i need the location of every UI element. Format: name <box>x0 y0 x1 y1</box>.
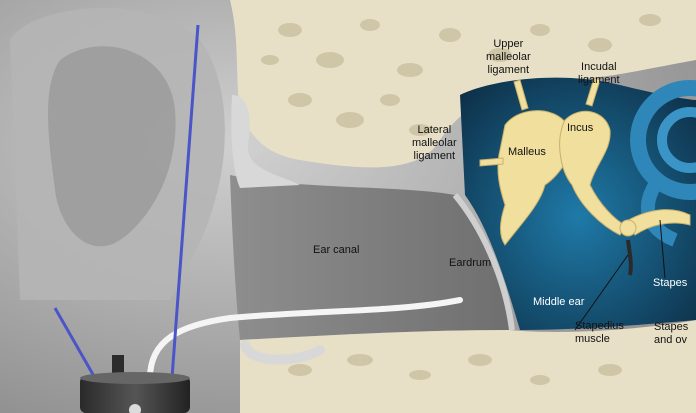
ossicles <box>479 77 691 246</box>
bone-texture-upper <box>261 14 661 136</box>
concha <box>48 46 176 247</box>
label-stapes: Stapes <box>653 277 688 289</box>
label-stapes-and-oval: Stapes and ov <box>654 321 689 346</box>
probe-tube <box>147 297 463 381</box>
wire-left <box>53 307 97 379</box>
stapedius-muscle-shape <box>626 239 633 276</box>
ear-canal <box>230 175 510 340</box>
leader-lines <box>574 219 666 331</box>
cartilage-lower <box>240 340 325 365</box>
label-incus: Incus <box>567 122 594 134</box>
wire-right <box>170 24 200 379</box>
label-upper-malleolar-ligament: Upper malleolar ligament <box>486 38 531 76</box>
label-ear-canal: Ear canal <box>313 244 360 256</box>
probe-device <box>80 355 190 413</box>
label-incudal-ligament: Incudal ligament <box>578 61 620 86</box>
bone-texture-lower <box>288 354 622 385</box>
label-malleus: Malleus <box>508 146 546 158</box>
label-stapedius-muscle: Stapedius muscle <box>575 320 624 345</box>
eardrum-membrane <box>452 193 515 331</box>
temporal-bone-lower <box>240 320 696 413</box>
cartilage-upper <box>231 95 300 188</box>
label-eardrum: Eardrum <box>449 257 492 269</box>
label-lateral-malleolar-ligament: Lateral malleolar ligament <box>412 124 457 162</box>
label-middle-ear: Middle ear <box>533 296 585 308</box>
